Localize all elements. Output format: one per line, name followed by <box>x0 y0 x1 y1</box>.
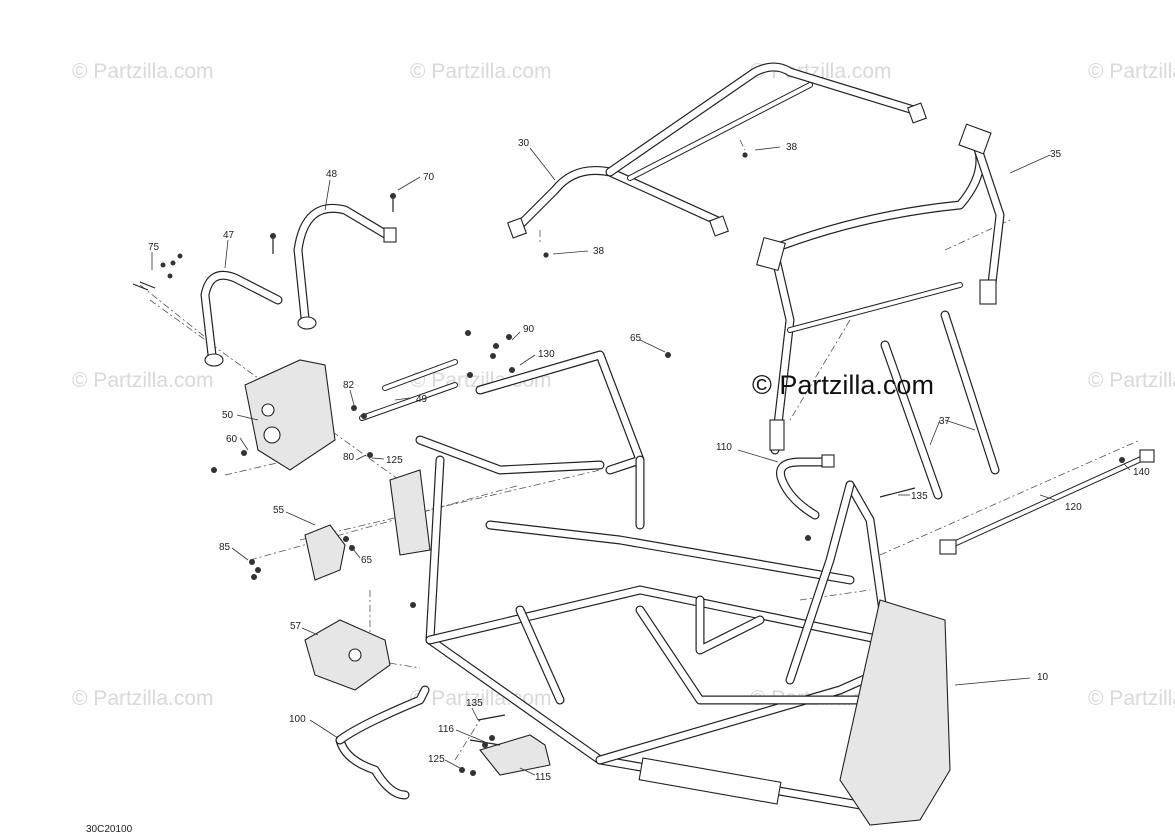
callout: 10 <box>1037 672 1049 683</box>
front-bar-47 <box>200 270 283 367</box>
callout: 57 <box>290 621 302 632</box>
watermark: © Partzilla.com <box>1088 369 1175 392</box>
callout: 120 <box>1065 502 1082 513</box>
front-roll-bar <box>506 62 928 258</box>
watermark: © Partzilla.com <box>1088 687 1175 710</box>
callout-labels: 10 30 35 37 38 38 47 48 49 50 55 57 60 6… <box>148 138 1150 783</box>
callout: 135 <box>911 491 928 502</box>
watermark-center: © Partzilla.com <box>752 370 934 400</box>
callout: 30 <box>518 138 530 149</box>
callout: 38 <box>786 142 798 153</box>
callout: 35 <box>1050 149 1062 160</box>
watermark: © Partzilla.com <box>72 60 214 83</box>
watermark: © Partzilla.com <box>1088 60 1175 83</box>
watermark: © Partzilla.com <box>72 369 214 392</box>
callout: 49 <box>416 394 428 405</box>
rear-roll-bar <box>756 123 1005 455</box>
fasteners <box>132 193 916 776</box>
callout: 110 <box>716 442 732 453</box>
diagram-reference: 30C20100 <box>86 824 133 835</box>
callout: 130 <box>538 349 555 360</box>
callout: 47 <box>223 230 235 241</box>
hose-100 <box>335 685 430 800</box>
main-frame <box>389 350 951 826</box>
callout: 116 <box>438 724 454 735</box>
callout: 37 <box>939 416 951 427</box>
rear-support-tubes <box>880 310 1000 500</box>
bracket-115 <box>469 734 551 776</box>
callout: 125 <box>428 754 445 765</box>
front-bracket <box>244 359 336 471</box>
rear-cross-bar <box>939 449 1155 555</box>
callout: 115 <box>535 772 551 783</box>
callout: 48 <box>326 169 338 180</box>
callout: 60 <box>226 434 238 445</box>
callout: 75 <box>148 242 160 253</box>
mount-57 <box>304 619 391 691</box>
callout: 55 <box>273 505 285 516</box>
hose-110 <box>776 454 835 520</box>
callout: 38 <box>593 246 605 257</box>
brace-bars <box>359 359 458 421</box>
callout: 65 <box>630 333 642 344</box>
callout: 70 <box>423 172 435 183</box>
callout: 100 <box>289 714 306 725</box>
callout: 140 <box>1133 467 1150 478</box>
callout: 135 <box>466 698 483 709</box>
callout: 80 <box>343 452 355 463</box>
callout: 125 <box>386 455 403 466</box>
callout: 65 <box>361 555 373 566</box>
leader-lines <box>151 146 1131 776</box>
callout: 50 <box>222 410 234 421</box>
watermark: © Partzilla.com <box>410 60 552 83</box>
callout: 90 <box>523 324 535 335</box>
front-bar-48 <box>293 203 397 330</box>
watermark: © Partzilla.com <box>72 687 214 710</box>
mount-55 <box>304 524 346 581</box>
callout: 82 <box>343 380 355 391</box>
callout: 85 <box>219 542 231 553</box>
